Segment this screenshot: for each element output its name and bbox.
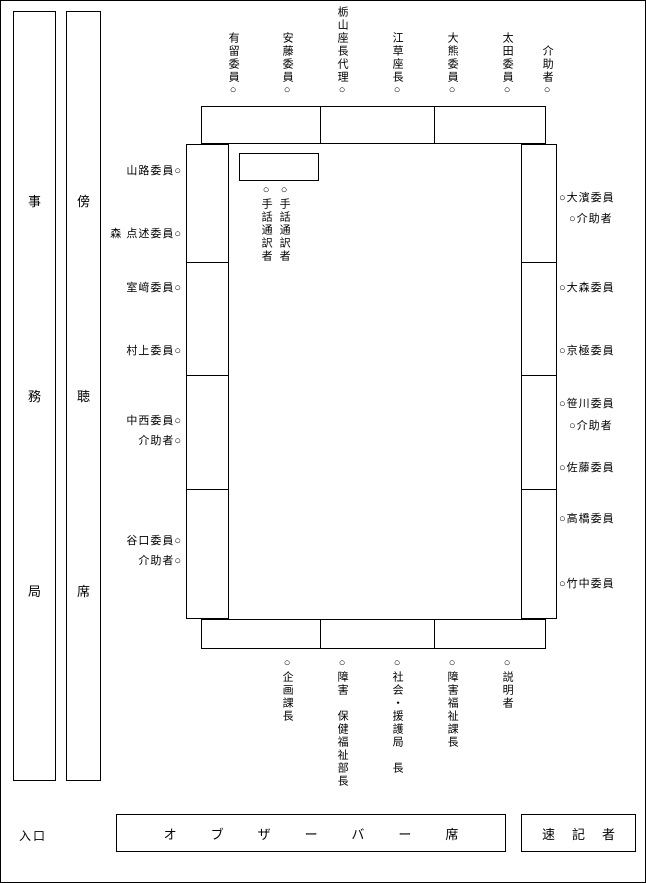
table-divider [522, 489, 556, 490]
left-table-column [186, 144, 229, 619]
bottom-seat-2: ○障害 保健福祉部長 [336, 657, 349, 788]
table-divider [187, 262, 228, 263]
right-seat-8: ○高橋委員 [559, 513, 615, 525]
secretariat-char-2: 務 [27, 389, 42, 404]
left-seat-7: 谷口委員○ [126, 535, 182, 547]
bottom-seat-5: ○説明者 [501, 657, 514, 710]
bottom-seat-1: ○企画課長 [281, 657, 294, 723]
interpreter-seat-1: ○手話通訳者 [260, 184, 273, 263]
top-seat-1: 有留委員○ [227, 32, 240, 98]
left-seat-2: 森 点述委員○ [110, 228, 182, 240]
top-seat-3: 栃山座長代理○ [336, 6, 349, 98]
right-seat-3: ○大森委員 [559, 282, 615, 294]
right-seat-7: ○佐藤委員 [559, 462, 615, 474]
gallery-box: 傍 聴 席 [66, 11, 101, 781]
bottom-seat-4: ○障害福祉課長 [446, 657, 459, 749]
foot-table [201, 619, 546, 649]
top-seat-2: 安藤委員○ [281, 32, 294, 98]
head-table [201, 106, 546, 144]
top-seat-6: 太田委員○ [501, 32, 514, 98]
secretariat-char-1: 事 [27, 194, 42, 209]
interpreter-desk [239, 153, 319, 181]
table-divider [522, 375, 556, 376]
table-divider [187, 375, 228, 376]
top-seat-4: 江草座長○ [391, 32, 404, 98]
table-divider [320, 107, 321, 143]
right-seat-6: ○介助者 [569, 420, 613, 432]
left-seat-3: 室﨑委員○ [126, 282, 182, 294]
right-table-column [521, 144, 557, 619]
gallery-char-2: 聴 [76, 389, 91, 404]
table-divider [434, 620, 435, 648]
secretariat-char-3: 局 [27, 584, 42, 599]
stenographer-box: 速記者 [521, 814, 636, 852]
top-seat-5: 大熊委員○ [446, 32, 459, 98]
gallery-char-1: 傍 [76, 194, 91, 209]
entrance-label: 入口 [19, 829, 48, 843]
top-seat-7: 介助者○ [541, 45, 554, 98]
stenographer-label: 速記者 [541, 826, 632, 842]
bottom-seat-3: ○社会・援護局 長 [391, 657, 404, 775]
left-seat-4: 村上委員○ [126, 345, 182, 357]
right-seat-5: ○笹川委員 [559, 398, 615, 410]
left-seat-8: 介助者○ [138, 555, 182, 567]
secretariat-box: 事 務 局 [13, 11, 56, 781]
table-divider [187, 489, 228, 490]
right-seat-9: ○竹中委員 [559, 578, 615, 590]
right-seat-1: ○大濱委員 [559, 192, 615, 204]
table-divider [320, 620, 321, 648]
observer-label: オブザーバー席 [163, 826, 493, 842]
table-divider [434, 107, 435, 143]
observer-box: オブザーバー席 [116, 814, 506, 852]
gallery-char-3: 席 [76, 584, 91, 599]
table-divider [522, 262, 556, 263]
right-seat-2: ○介助者 [569, 213, 613, 225]
right-seat-4: ○京極委員 [559, 345, 615, 357]
left-seat-1: 山路委員○ [126, 165, 182, 177]
left-seat-5: 中西委員○ [126, 415, 182, 427]
interpreter-seat-2: ○手話通訳者 [278, 184, 291, 263]
left-seat-6: 介助者○ [138, 435, 182, 447]
